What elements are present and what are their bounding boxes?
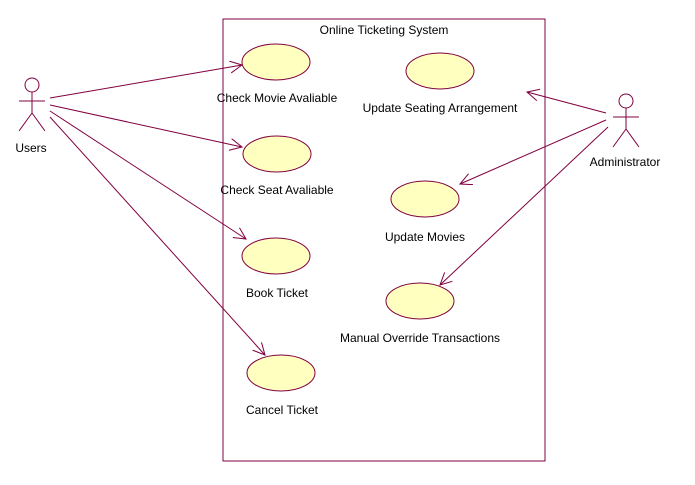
usecase-check-seat[interactable]: Check Seat Avaliable	[220, 135, 334, 197]
association-admin-manual-override	[440, 126, 609, 285]
usecase-check-movie-label: Check Movie Avaliable	[217, 91, 338, 105]
usecase-cancel-ticket-label: Cancel Ticket	[246, 403, 319, 417]
association-users-check-movie	[49, 65, 242, 99]
usecase-book-ticket[interactable]: Book Ticket	[241, 237, 311, 300]
usecase-check-movie[interactable]: Check Movie Avaliable	[217, 43, 338, 105]
usecase-update-seating[interactable]: Update Seating Arrangement	[363, 52, 518, 115]
actor-users-label: Users	[15, 141, 46, 155]
usecase-update-movies[interactable]: Update Movies	[385, 180, 465, 244]
usecase-manual-override[interactable]: Manual Override Transactions	[340, 282, 500, 345]
usecase-manual-override-label: Manual Override Transactions	[340, 331, 500, 345]
usecase-cancel-ticket[interactable]: Cancel Ticket	[246, 354, 319, 417]
usecase-update-movies-label: Update Movies	[385, 230, 465, 244]
association-admin-update-movies	[460, 119, 607, 184]
association-users-book-ticket	[49, 110, 246, 239]
usecase-book-ticket-label: Book Ticket	[246, 286, 309, 300]
association-admin-update-seating	[527, 92, 607, 114]
administrator-head-icon	[618, 93, 634, 109]
association-users-check-seat	[49, 104, 242, 147]
association-users-cancel-ticket	[49, 116, 265, 355]
actor-users[interactable]: Users	[15, 77, 47, 155]
actor-administrator[interactable]: Administrator	[590, 93, 661, 169]
usecase-check-seat-label: Check Seat Avaliable	[220, 183, 334, 197]
actor-administrator-label: Administrator	[590, 155, 661, 169]
system-title: Online Ticketing System	[320, 23, 449, 37]
usecase-update-seating-label: Update Seating Arrangement	[363, 101, 518, 115]
users-head-icon	[24, 77, 40, 93]
